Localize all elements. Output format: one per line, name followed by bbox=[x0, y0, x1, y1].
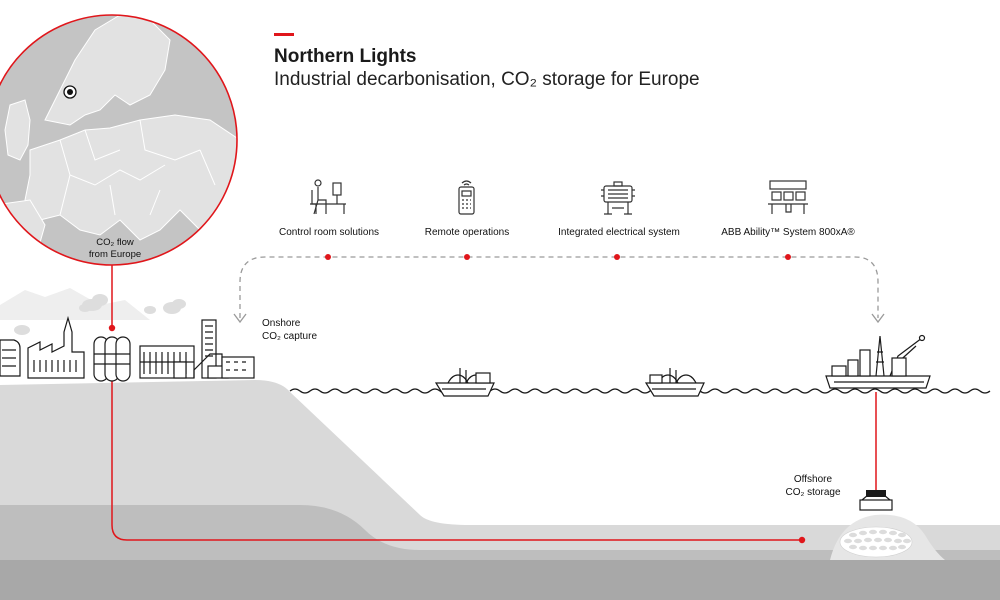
page-subtitle: Industrial decarbonisation, CO₂ storage … bbox=[274, 69, 700, 90]
map-caption: CO₂ flow from Europe bbox=[60, 237, 170, 261]
injection-wellhead bbox=[866, 490, 886, 497]
service-dot bbox=[785, 254, 791, 260]
clouds bbox=[14, 294, 186, 335]
ship-icon bbox=[644, 368, 705, 397]
offshore-label-line2: CO₂ storage bbox=[785, 487, 841, 498]
offshore-label-line1: Offshore bbox=[793, 474, 833, 485]
service-label-control-room: Control room solutions bbox=[278, 227, 380, 238]
system-800xa-icon bbox=[768, 180, 808, 214]
mountains bbox=[0, 288, 150, 320]
remote-control-icon bbox=[458, 180, 475, 215]
europe-map bbox=[0, 15, 237, 265]
electrical-system-icon bbox=[601, 181, 635, 215]
industrial-buildings bbox=[0, 315, 255, 382]
service-label-remote-operations: Remote operations bbox=[424, 227, 510, 238]
ship-icon bbox=[434, 368, 495, 397]
sea-surface bbox=[289, 388, 991, 394]
map-land-uk bbox=[4, 99, 31, 161]
co2-pipeline bbox=[111, 265, 800, 541]
services-connector bbox=[239, 256, 879, 318]
onshore-label-line1: Onshore bbox=[262, 318, 301, 329]
onshore-capture-label: Onshore CO₂ capture bbox=[262, 317, 317, 343]
title-accent-bar bbox=[274, 33, 294, 36]
control-room-icon bbox=[310, 179, 346, 215]
service-dot bbox=[464, 254, 470, 260]
service-dot bbox=[325, 254, 331, 260]
service-label-electrical-system: Integrated electrical system bbox=[558, 227, 680, 238]
reservoir-bubbles bbox=[844, 529, 911, 551]
page-title: Northern Lights bbox=[274, 46, 417, 67]
map-borders bbox=[59, 119, 216, 216]
offshore-storage-label: Offshore CO₂ storage bbox=[770, 473, 856, 499]
map-caption-line2: from Europe bbox=[88, 249, 142, 260]
service-label-800xa: ABB Ability™ System 800xA® bbox=[721, 227, 855, 238]
offshore-platform bbox=[825, 334, 931, 389]
ground-bottom-layer bbox=[0, 560, 1000, 600]
map-land-scandinavia bbox=[44, 15, 171, 126]
service-dot bbox=[614, 254, 620, 260]
map-caption-line1: CO₂ flow bbox=[96, 237, 134, 248]
onshore-label-line2: CO₂ capture bbox=[262, 331, 318, 342]
